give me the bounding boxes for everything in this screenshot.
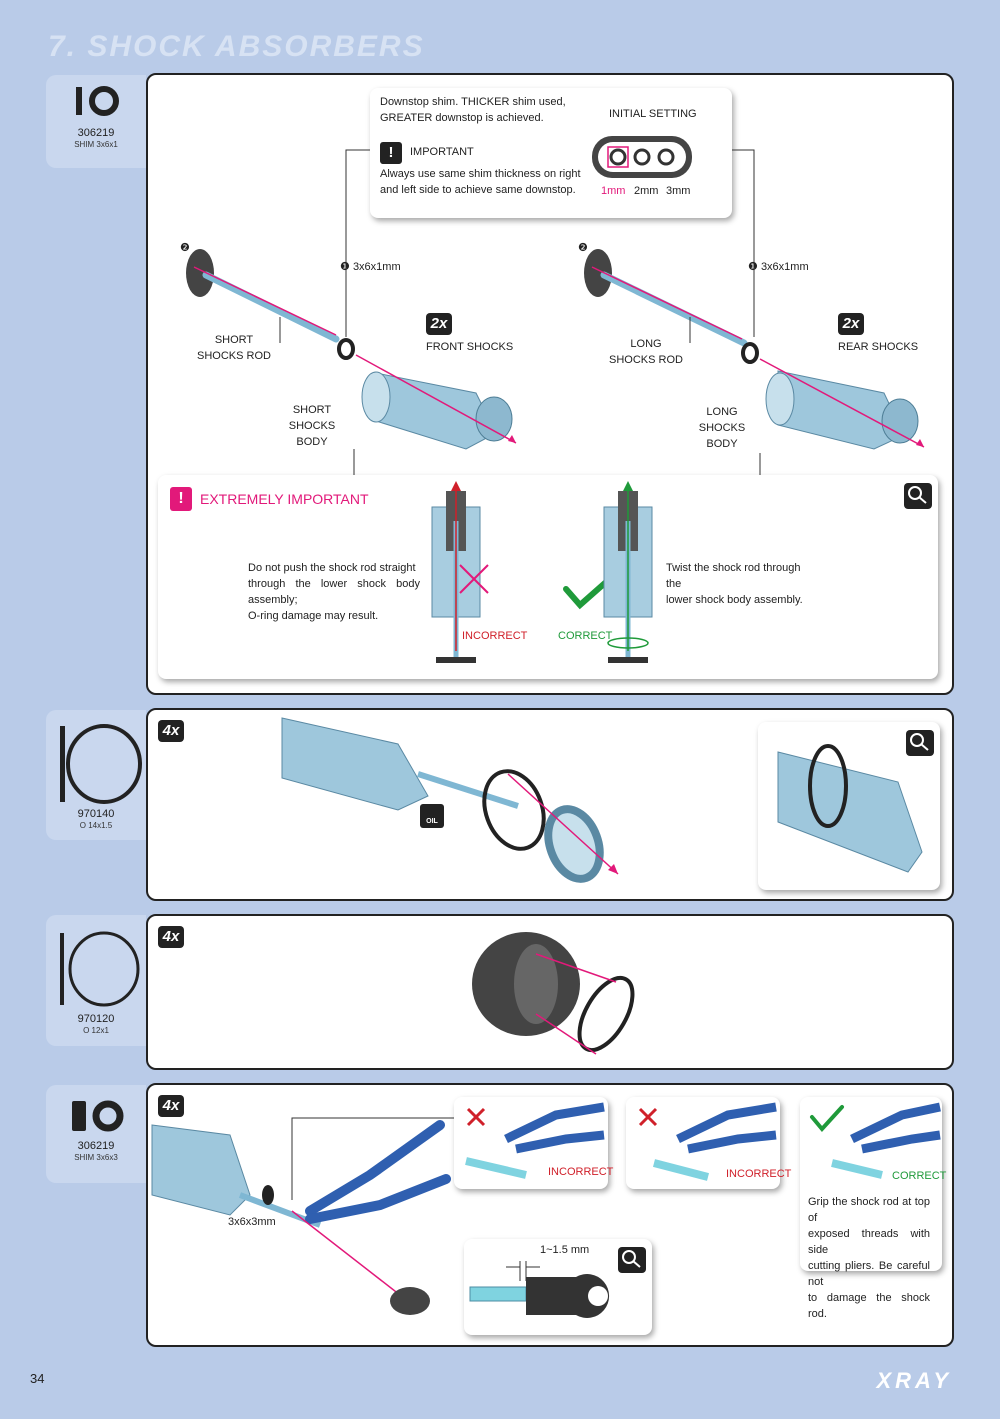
setting-2mm: 2mm — [634, 185, 659, 197]
important-label: IMPORTANT — [410, 146, 474, 158]
oring-install-illustration — [281, 717, 619, 883]
part-desc: SHIM 3x6x1 — [74, 140, 118, 149]
detail-callout — [758, 722, 940, 890]
incorrect-label: INCORRECT — [548, 1166, 614, 1178]
detail-magnifier-icon — [904, 483, 932, 509]
incorrect-label: INCORRECT — [462, 630, 528, 642]
marker-2: ❷ — [578, 242, 588, 254]
step-2-panel: 4x OIL — [146, 708, 954, 901]
incorrect-label: INCORRECT — [726, 1168, 792, 1180]
thread-length-detail: 1~1.5 mm — [464, 1239, 652, 1335]
oring-detail-illustration — [777, 744, 923, 873]
correct-label: CORRECT — [558, 630, 613, 642]
detail-magnifier-icon — [618, 1247, 646, 1273]
brand-logo: XRAY — [876, 1368, 952, 1393]
callout-leader-lines — [345, 149, 755, 337]
step4-qty-badge: 4x — [158, 1095, 184, 1117]
part-shim-3x6x1: 306219 SHIM 3x6x1 — [46, 75, 146, 168]
part-number: 306219 — [77, 1140, 115, 1152]
step-4-panel: 4x 3x6x3mm INCORRECT INCORRECT — [146, 1083, 954, 1347]
warning-icon: ! — [380, 142, 402, 164]
measure-label: 1~1.5 mm — [540, 1244, 590, 1256]
front-shock-illustration — [186, 249, 517, 479]
part-oring-14: 970140 O 14x1.5 — [46, 710, 146, 840]
extremely-important-label: EXTREMELY IMPORTANT — [200, 491, 369, 507]
plier-correct-illustration — [810, 1102, 941, 1179]
page-title: 7. SHOCK ABSORBERS — [48, 30, 425, 63]
correct-twist-illustration — [603, 481, 653, 663]
info-text: Downstop shim. THICKER shim used,GREATER… — [380, 96, 566, 124]
detail-magnifier-icon — [906, 730, 934, 756]
downstop-callout: Downstop shim. THICKER shim used,GREATER… — [370, 88, 732, 218]
step-3-panel: 4x — [146, 914, 954, 1070]
page-number: 34 — [30, 1371, 45, 1386]
warning-icon: ! — [170, 487, 192, 511]
plier-incorrect-illustration — [638, 1102, 777, 1181]
cap-oring-illustration — [472, 932, 635, 1055]
step3-qty-badge: 4x — [158, 926, 184, 948]
front-qty-badge: 2x — [426, 313, 452, 335]
extremely-important-callout: ! EXTREMELY IMPORTANT Do not push the sh… — [158, 475, 938, 679]
part-number: 970140 — [77, 808, 115, 820]
setting-1mm: 1mm — [601, 185, 626, 197]
rod-end-assembly-illustration — [151, 1120, 451, 1315]
front-shocks-label: FRONT SHOCKS — [426, 341, 514, 353]
shim-icon — [72, 1100, 124, 1132]
part-number: 970120 — [77, 1013, 115, 1025]
part-shim-3x6x3: 306219 SHIM 3x6x3 — [46, 1085, 146, 1183]
initial-setting-label: INITIAL SETTING — [609, 108, 697, 120]
shim-gauge-icon — [592, 136, 692, 178]
o-ring-icon — [60, 724, 142, 804]
shim-label-front: ❶ 3x6x1mm — [340, 261, 401, 273]
leader-line — [291, 1117, 456, 1200]
incorrect-push-illustration — [431, 481, 489, 663]
rear-shock-illustration — [584, 249, 925, 479]
shim-label-3x6x3: 3x6x3mm — [228, 1216, 276, 1228]
plier-incorrect-illustration — [465, 1102, 605, 1179]
oil-icon: OIL — [420, 804, 444, 828]
step2-qty-badge: 4x — [158, 720, 184, 742]
part-desc: O 14x1.5 — [79, 821, 113, 830]
marker-2: ❷ — [180, 242, 190, 254]
setting-3mm: 3mm — [666, 185, 691, 197]
step-1-panel: Downstop shim. THICKER shim used,GREATER… — [146, 73, 954, 695]
shim-label-rear: ❶ 3x6x1mm — [748, 261, 809, 273]
rod-end-measure-illustration — [469, 1261, 610, 1318]
part-desc: O 12x1 — [83, 1026, 109, 1035]
part-number: 306219 — [77, 127, 115, 139]
shim-icon — [76, 86, 119, 116]
rear-qty-badge: 2x — [838, 313, 864, 335]
incorrect-grip-2: INCORRECT — [626, 1097, 791, 1189]
checkmark-icon — [563, 572, 617, 610]
part-oring-12: 970120 O 12x1 — [46, 915, 146, 1046]
o-ring-icon — [60, 931, 140, 1007]
rear-shocks-label: REAR SHOCKS — [838, 341, 919, 353]
correct-label: CORRECT — [892, 1170, 947, 1182]
part-desc: SHIM 3x6x3 — [74, 1153, 118, 1162]
incorrect-grip-1: INCORRECT — [454, 1097, 613, 1189]
